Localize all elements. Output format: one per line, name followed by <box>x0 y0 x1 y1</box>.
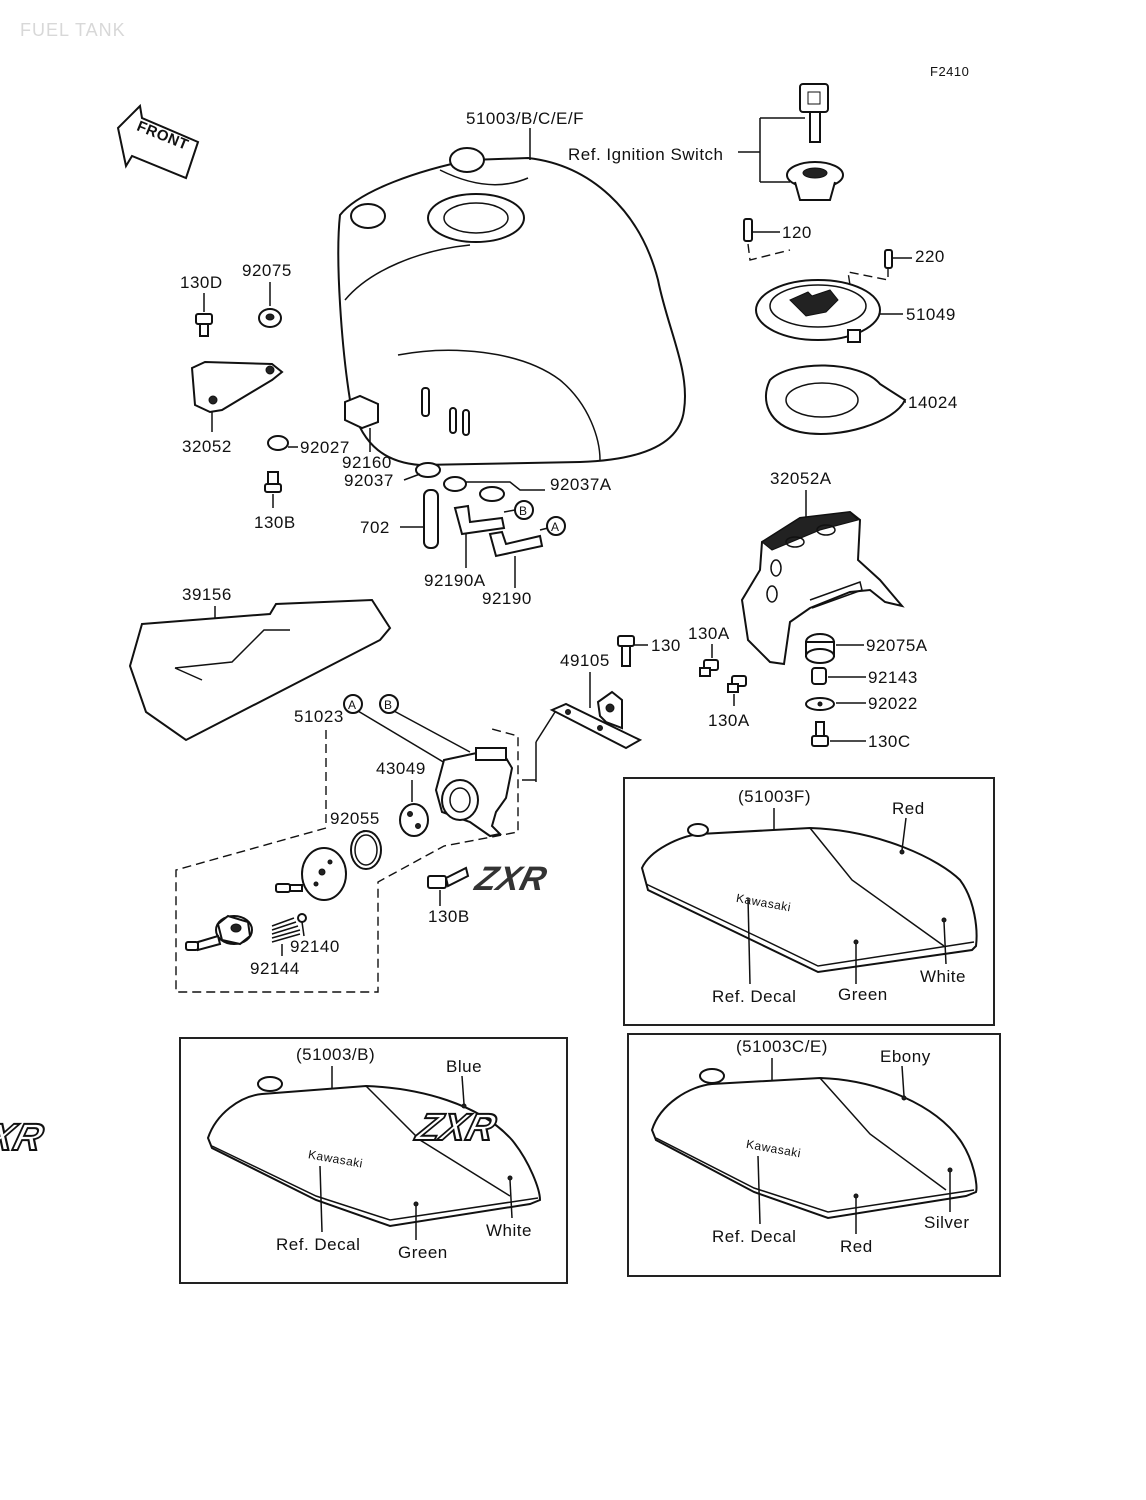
callout-130C: 130C <box>868 732 911 751</box>
callout-130: 130 <box>651 636 681 655</box>
color-white: White <box>920 967 966 986</box>
callout-92160: 92160 <box>342 453 392 472</box>
callout-32052: 32052 <box>182 437 232 456</box>
variant-code: (51003F) <box>738 787 811 806</box>
hose-702-icon <box>423 489 439 549</box>
callout-92037A: 92037A <box>550 475 612 494</box>
callout-702: 702 <box>360 518 390 537</box>
variant-code: (51003/B) <box>296 1045 375 1064</box>
bolt-130A-1-icon <box>699 659 719 677</box>
callout-130A-1: 130A <box>688 624 730 643</box>
hose-92190-icon <box>488 530 544 558</box>
zxr-logo: ZXR <box>470 861 550 898</box>
fuel-cock-51023-icon <box>434 746 514 838</box>
callout-92022: 92022 <box>868 694 918 713</box>
callout-92190A: 92190A <box>424 571 486 590</box>
filler-cap-plate-icon <box>755 279 881 343</box>
callout-32052A: 32052A <box>770 469 832 488</box>
color-green: Green <box>398 1243 448 1262</box>
seat-pad-39156-icon <box>128 598 392 742</box>
callout-120: 120 <box>782 223 812 242</box>
callout-39156: 39156 <box>182 585 232 604</box>
ignition-key-icon <box>799 83 829 143</box>
color-ebony: Ebony <box>880 1047 931 1066</box>
zxr-logo: ZXR <box>411 1107 501 1149</box>
variant-box-51003CE: (51003C/E) ZXR Kawasaki Ebony Silver Red… <box>410 1033 1001 1277</box>
washer-bolt-92027-icon <box>267 435 289 451</box>
o-ring-92055-icon <box>350 830 382 870</box>
front-direction-arrow-icon: FRONT <box>116 103 200 180</box>
filter-plate-43049-icon <box>399 803 429 837</box>
color-white: White <box>486 1221 532 1240</box>
zxr-logo: ZXR <box>0 1117 48 1159</box>
washer-92022-icon <box>805 697 835 711</box>
color-red: Red <box>840 1237 873 1256</box>
damper-pad-92160-icon <box>344 394 379 430</box>
bracket-32052-icon <box>190 360 284 414</box>
valve-disc-icon <box>301 847 347 901</box>
callout-92190: 92190 <box>482 589 532 608</box>
screw-220-icon <box>884 249 893 269</box>
callout-51023: 51023 <box>294 707 344 726</box>
figure-code: F2410 <box>930 64 969 79</box>
hose-92190A-icon <box>453 504 506 536</box>
callout-49105: 49105 <box>560 651 610 670</box>
collar-92143-icon <box>811 667 827 685</box>
bolt-130C-icon <box>811 721 829 747</box>
callout-14024: 14024 <box>908 393 958 412</box>
damper-92075A-icon <box>805 633 835 664</box>
ref-decal-label: Ref. Decal <box>712 987 796 1006</box>
variant-box-51003B: (51003/B) ZXR Kawasaki Blue White Green … <box>0 1037 568 1284</box>
callout-92143: 92143 <box>868 668 918 687</box>
stay-49105-icon <box>549 690 643 750</box>
bolt-130D-icon <box>195 313 213 337</box>
callout-92075: 92075 <box>242 261 292 280</box>
fuel-tank-body <box>337 147 686 467</box>
callout-92027: 92027 <box>300 438 350 457</box>
variant-box-51003F: (51003F) ZXR Kawasaki Red White Green Re… <box>470 777 995 1026</box>
callout-130B-top: 130B <box>254 513 296 532</box>
ignition-cylinder-icon <box>786 161 844 201</box>
variant-code: (51003C/E) <box>736 1037 828 1056</box>
callout-130D: 130D <box>180 273 223 292</box>
bolt-130B-bottom-icon <box>427 866 470 889</box>
callout-43049: 43049 <box>376 759 426 778</box>
callout-92055: 92055 <box>330 809 380 828</box>
color-red: Red <box>892 799 925 818</box>
bolt-130B-top-icon <box>264 471 282 493</box>
lever-knob-icon <box>215 914 253 946</box>
screw-120-icon <box>743 218 753 242</box>
screw-small-icon <box>275 883 303 893</box>
color-silver: Silver <box>924 1213 970 1232</box>
marker-A-top: A <box>551 520 560 534</box>
callout-92037: 92037 <box>344 471 394 490</box>
ref-decal-label: Ref. Decal <box>276 1235 360 1254</box>
callout-51049: 51049 <box>906 305 956 324</box>
callout-220: 220 <box>915 247 945 266</box>
bolt-130A-2-icon <box>727 675 747 693</box>
callout-92144: 92144 <box>250 959 300 978</box>
color-blue: Blue <box>446 1057 482 1076</box>
callout-ignition-switch: Ref. Ignition Switch <box>568 145 724 164</box>
ref-decal-label: Ref. Decal <box>712 1227 796 1246</box>
color-green: Green <box>838 985 888 1004</box>
callout-51003: 51003/B/C/E/F <box>466 109 584 128</box>
filler-gasket-ring-icon <box>765 364 907 435</box>
grommet-92075-icon <box>258 308 282 328</box>
callout-130A-2: 130A <box>708 711 750 730</box>
spring-92144-icon <box>271 917 301 943</box>
screw-knob-icon <box>185 934 222 952</box>
marker-B-bottom: B <box>384 698 393 712</box>
callout-130B-bottom: 130B <box>428 907 470 926</box>
bolt-130-icon <box>617 635 635 667</box>
callout-92140: 92140 <box>290 937 340 956</box>
rear-bracket-32052A-icon <box>740 510 905 666</box>
marker-A-bottom: A <box>348 698 357 712</box>
marker-B-top: B <box>519 504 528 518</box>
section-title: FUEL TANK <box>20 20 126 40</box>
hose-clamp-92037-icon <box>415 462 505 502</box>
ball-92140-icon <box>297 913 307 923</box>
callout-92075A: 92075A <box>866 636 928 655</box>
